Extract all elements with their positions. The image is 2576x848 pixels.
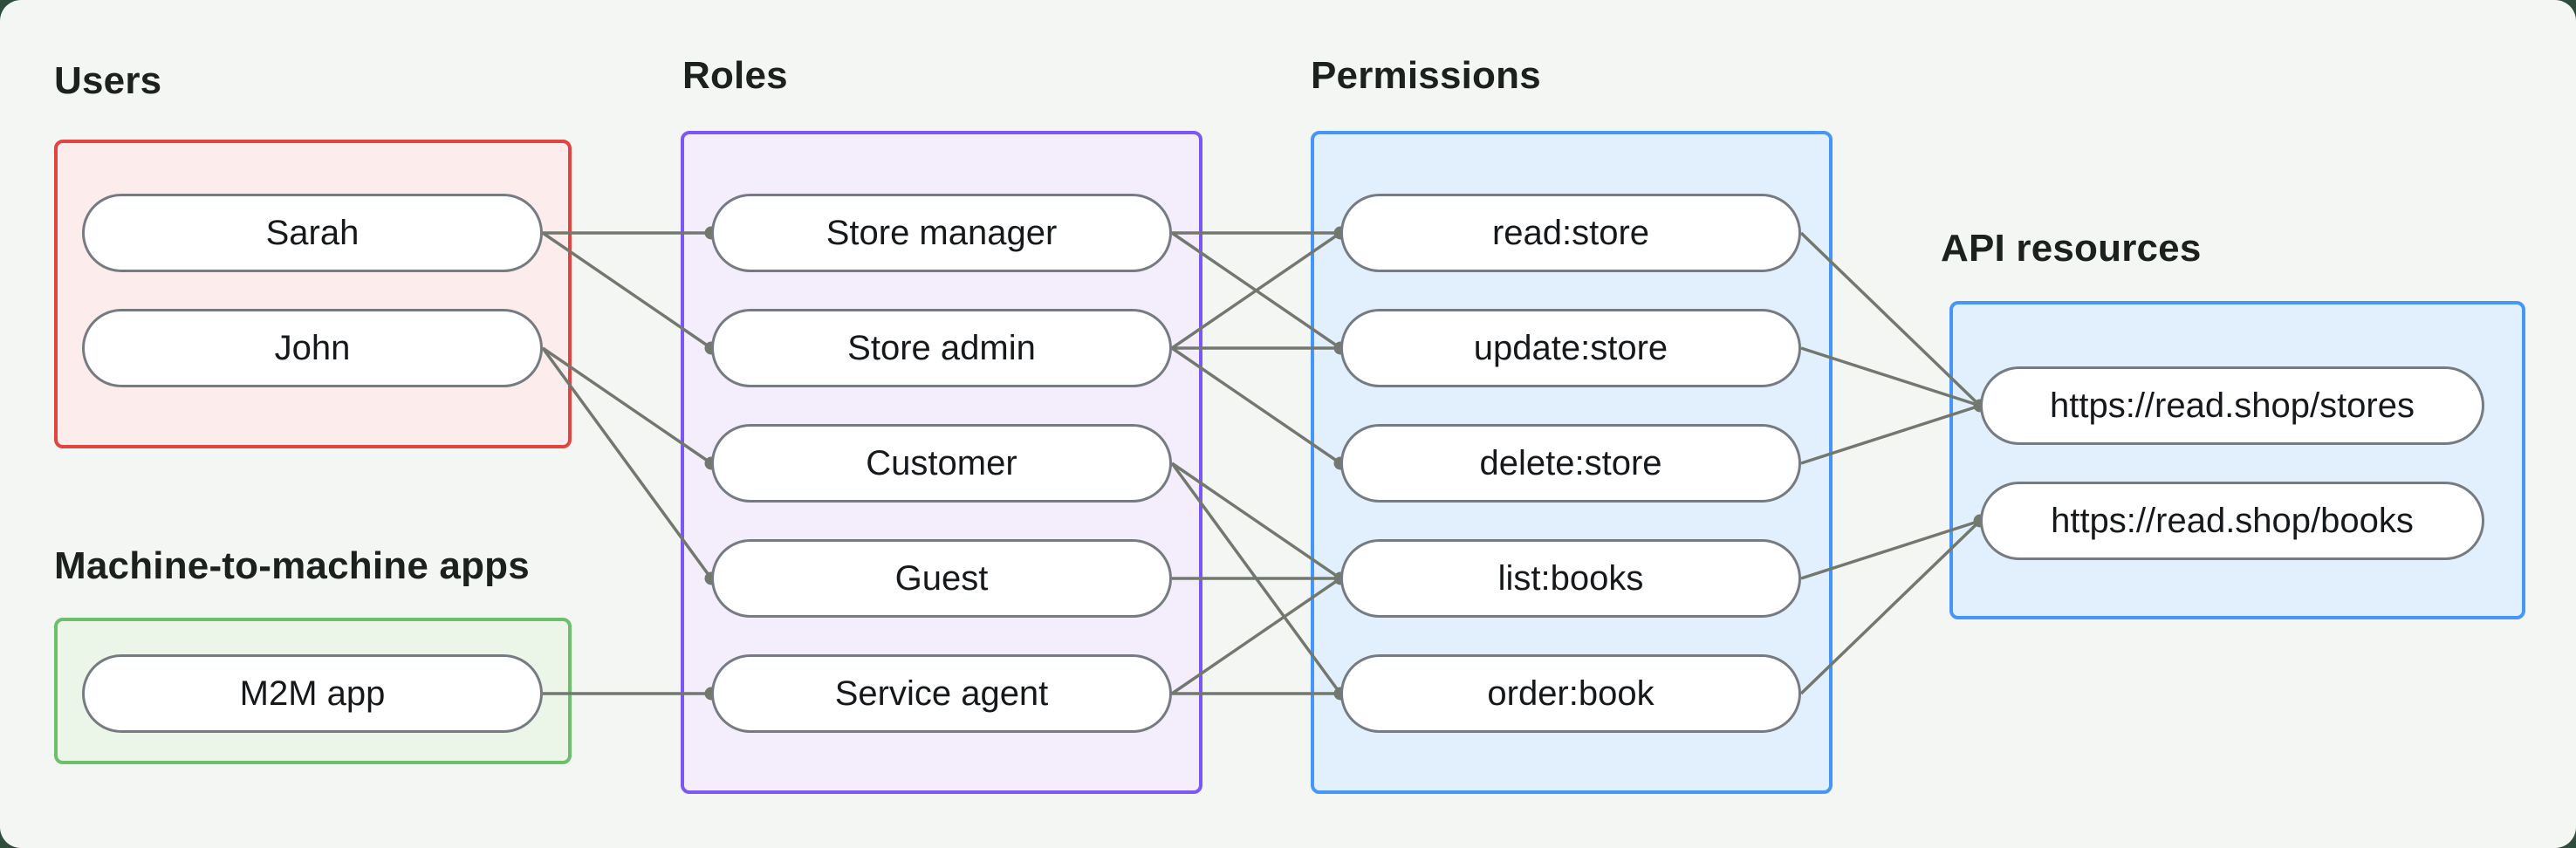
node-read-store: read:store xyxy=(1340,194,1801,272)
edge-service-agent-to-list-books xyxy=(1171,577,1341,695)
node-books-api: https://read.shop/books xyxy=(1980,482,2484,560)
edge-delete-store-to-stores-api xyxy=(1800,404,1981,465)
edge-customer-to-list-books xyxy=(1171,462,1341,580)
edge-john-to-customer xyxy=(542,346,712,465)
node-store-admin: Store admin xyxy=(711,309,1172,387)
edge-update-store-to-stores-api xyxy=(1800,346,1981,407)
node-update-store: update:store xyxy=(1340,309,1801,387)
group-box-users xyxy=(54,140,572,448)
node-sarah: Sarah xyxy=(82,194,543,272)
edge-read-store-to-stores-api xyxy=(1799,231,1982,407)
edge-sarah-to-store-admin xyxy=(542,231,712,350)
group-label-users: Users xyxy=(54,59,162,102)
group-box-api xyxy=(1949,301,2525,619)
group-label-roles: Roles xyxy=(682,54,788,97)
node-stores-api: https://read.shop/stores xyxy=(1980,366,2484,445)
node-service-agent: Service agent xyxy=(711,654,1172,733)
group-label-api: API resources xyxy=(1941,227,2202,270)
node-m2m-app: M2M app xyxy=(82,654,543,733)
edge-store-admin-to-read-store xyxy=(1171,231,1341,350)
edge-list-books-to-books-api xyxy=(1800,519,1981,580)
group-label-m2m: Machine-to-machine apps xyxy=(54,544,530,587)
node-list-books: list:books xyxy=(1340,539,1801,618)
node-store-manager: Store manager xyxy=(711,194,1172,272)
node-guest: Guest xyxy=(711,539,1172,618)
node-john: John xyxy=(82,309,543,387)
group-label-permissions: Permissions xyxy=(1311,54,1541,97)
node-delete-store: delete:store xyxy=(1340,424,1801,503)
node-customer: Customer xyxy=(711,424,1172,503)
edge-john-to-guest xyxy=(541,346,713,580)
edge-store-admin-to-delete-store xyxy=(1171,346,1341,465)
edge-order-book-to-books-api xyxy=(1799,519,1982,695)
node-order-book: order:book xyxy=(1340,654,1801,733)
